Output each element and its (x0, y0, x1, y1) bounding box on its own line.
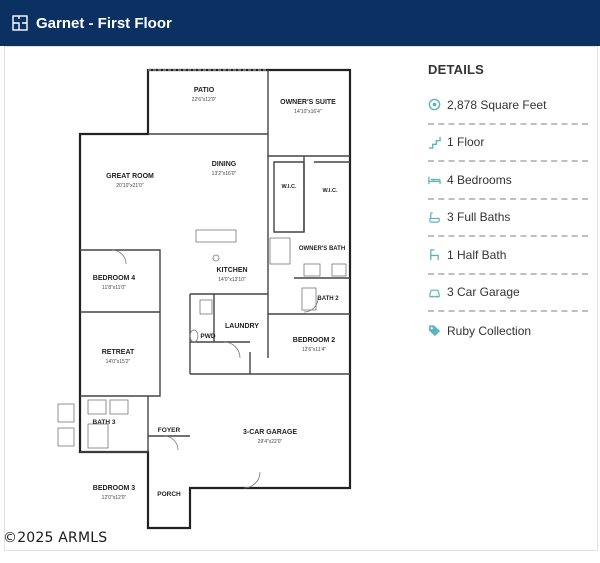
page-title: Garnet - First Floor (36, 14, 172, 32)
detail-row-collection: Ruby Collection (428, 312, 588, 350)
room-dims-dining: 13'2"x16'0" (212, 171, 237, 177)
detail-row-full-baths: 3 Full Baths (428, 200, 588, 237)
room-name-owners-suite: OWNER'S SUITE (280, 99, 336, 106)
detail-label: 1 Half Bath (447, 247, 507, 262)
room-dims-owners-suite: 14'10"x16'4" (294, 109, 322, 115)
detail-label: 4 Bedrooms (447, 172, 512, 187)
room-name-pwd: PWD (200, 333, 215, 340)
detail-row-square-feet: 2,878 Square Feet (428, 87, 588, 125)
detail-label: 2,878 Square Feet (447, 97, 547, 112)
room-name-bedroom-3: BEDROOM 3 (93, 485, 136, 492)
room-name-bedroom-2: BEDROOM 2 (293, 337, 336, 344)
room-dims-bedroom-3: 12'0"x12'0" (102, 495, 127, 501)
detail-row-garage: 3 Car Garage (428, 275, 588, 312)
room-name-kitchen: KITCHEN (216, 267, 247, 274)
copyright-notice: ©2025 ARMLS (3, 530, 108, 546)
bath-icon (429, 212, 440, 223)
details-panel: DETAILS 2,878 Square Feet 1 Floor 4 Bedr… (428, 56, 588, 350)
room-name-dining: DINING (212, 161, 237, 168)
room-dims-bedroom-2: 12'6"x11'4" (302, 347, 326, 353)
bed-icon (428, 176, 441, 185)
detail-label: Ruby Collection (447, 323, 532, 338)
interior-walls (80, 70, 350, 453)
room-dims-bedroom-4: 11'8"x11'0" (102, 285, 126, 291)
floorplan-card (4, 46, 598, 551)
area-icon (428, 98, 441, 111)
room-name-laundry: LAUNDRY (225, 323, 259, 330)
room-dims-great-room: 20'10"x21'0" (116, 183, 144, 189)
car-icon (429, 289, 440, 298)
room-name-wic-2: W.I.C. (323, 188, 338, 194)
room-name-bedroom-4: BEDROOM 4 (93, 275, 136, 282)
half-bath-icon (430, 249, 439, 261)
room-dims-patio: 22'6"x12'0" (192, 97, 217, 103)
detail-label: 1 Floor (447, 135, 485, 150)
room-name-owners-bath: OWNER'S BATH (299, 246, 345, 252)
detail-label: 3 Full Baths (447, 210, 511, 225)
room-name-bath-2: BATH 2 (317, 296, 339, 302)
detail-row-bedrooms: 4 Bedrooms (428, 162, 588, 200)
detail-label: 3 Car Garage (447, 285, 520, 300)
floorplan-icon (12, 15, 28, 31)
copyright-text: 2025 ARMLS (17, 530, 108, 546)
room-dims-retreat: 14'0"x15'2" (106, 359, 131, 365)
detail-row-half-baths: 1 Half Bath (428, 237, 588, 275)
exterior-walls (78, 68, 352, 530)
floorplan-drawing: PATIO 22'6"x12'0" OWNER'S SUITE 14'10"x1… (57, 68, 352, 530)
room-dims-garage: 29'4"x22'0" (258, 439, 283, 445)
room-dims-kitchen: 14'0"x13'10" (218, 277, 246, 283)
room-name-foyer: FOYER (158, 427, 181, 434)
room-name-garage: 3-CAR GARAGE (243, 429, 297, 436)
room-name-wic-1: W.I.C. (282, 184, 297, 190)
stairs-icon (428, 136, 441, 149)
room-name-retreat: RETREAT (102, 349, 135, 356)
tag-icon (428, 325, 441, 337)
room-name-great-room: GREAT ROOM (106, 173, 154, 180)
room-name-porch: PORCH (157, 491, 181, 498)
header-bar: Garnet - First Floor (0, 0, 600, 46)
details-title: DETAILS (428, 62, 485, 77)
room-name-bath-3: BATH 3 (93, 419, 116, 426)
room-name-patio: PATIO (194, 87, 215, 94)
detail-row-floors: 1 Floor (428, 125, 588, 162)
fixtures (57, 229, 347, 489)
